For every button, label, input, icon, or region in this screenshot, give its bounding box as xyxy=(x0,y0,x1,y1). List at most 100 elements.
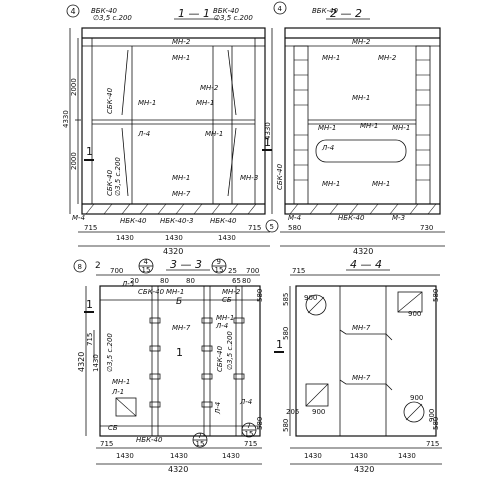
s22-mark-mn1-c: МН-1 xyxy=(318,124,336,132)
s33-mark-mn1-top: МН-1 xyxy=(166,288,184,296)
s11-mark-mn2-b: МН-2 xyxy=(200,84,219,92)
s44-opening-label-4: 900 xyxy=(410,394,423,402)
s44-title: 4 — 4 xyxy=(350,258,382,271)
s11-cut-label: 1 xyxy=(86,145,93,158)
s11-hatch-8 xyxy=(211,203,221,215)
s44-dim-left-580b: 580 xyxy=(282,419,290,432)
s33-conn-2 xyxy=(149,345,161,352)
s22-mark-mn1-g: МН-1 xyxy=(372,180,390,188)
s33-frame xyxy=(99,285,261,437)
s33-dim-top-65: 65 xyxy=(232,277,241,285)
s33-circle-e-sub: 15 xyxy=(245,430,254,438)
s33-cut-label-11: 1 xyxy=(86,298,93,311)
section-4-4: 4 — 4 715 580 МН-7 МН-7 900 900 900 900 … xyxy=(282,258,442,474)
s22-mark-mn1-a: МН-1 xyxy=(322,54,340,62)
s11-title: 1 — 1 xyxy=(178,7,210,20)
s11-mark-nbk-3: НБК-40 xyxy=(210,217,237,225)
s33-mark-mn1-side: МН-1 xyxy=(216,314,234,322)
s33-note-2: ∅3,5 с.200 xyxy=(106,333,114,372)
s44-frame xyxy=(295,285,437,437)
s44-dim-left-580a: 580 xyxy=(282,327,290,340)
s22-hatch-7 xyxy=(409,203,419,215)
s22-mark-mn1-b: МН-1 xyxy=(352,94,370,102)
s33-conn-8 xyxy=(201,401,213,408)
s33-dim-left-715: 715 xyxy=(86,333,94,346)
s33-dim-top-20: 20 xyxy=(130,277,139,285)
s22-mark-mn1-f: МН-1 xyxy=(322,180,340,188)
s33-mark-l4-b: Л-4 xyxy=(239,398,252,406)
s11-note-1: ∅3,5 с.200 xyxy=(93,14,132,22)
s11-mark-m4: М-4 xyxy=(72,214,85,222)
s44-opening-3 xyxy=(305,383,329,407)
s44-opening-label-3: 900 xyxy=(312,408,325,416)
s44-dim-left-205: 205 xyxy=(286,408,299,416)
s33-conn-7 xyxy=(201,373,213,380)
s11-mark-sbk-lower: СБК-40 xyxy=(106,169,114,196)
s44-opening-4 xyxy=(403,401,425,423)
s44-dim-left-585: 585 xyxy=(282,293,290,306)
s33-circle-d-num: 7 xyxy=(198,432,202,440)
s33-dim-1430-c: 1430 xyxy=(222,452,240,460)
s11-hatch-5 xyxy=(157,203,167,215)
s22-hatch-5 xyxy=(369,203,379,215)
s11-hatch-6 xyxy=(175,203,185,215)
s33-box xyxy=(115,397,137,417)
s33-mark-mn1-low: МН-1 xyxy=(112,378,130,386)
s33-mark-mn7: МН-7 xyxy=(172,324,191,332)
s33-conn-6 xyxy=(201,345,213,352)
s11-node-num: 5 xyxy=(270,223,274,231)
s11-mark-mn1-b: МН-1 xyxy=(138,99,156,107)
s11-footing xyxy=(81,203,266,215)
s33-circle-a-num: 8 xyxy=(78,263,82,271)
s11-dim-715-left: 715 xyxy=(84,224,97,232)
s44-opening-4-diag xyxy=(405,403,423,421)
s33-dim-1430-a: 1430 xyxy=(116,452,134,460)
s22-mark-nbk: НБК-40 xyxy=(338,214,365,222)
s11-hatch-2 xyxy=(103,203,113,215)
s22-mark-m3: М-3 xyxy=(392,214,405,222)
s33-conn-4 xyxy=(149,401,161,408)
s44-dim-1430-c: 1430 xyxy=(398,452,416,460)
s11-hatch-10 xyxy=(247,203,257,215)
s22-hatch-2 xyxy=(309,203,319,215)
s44-mark-mn7-b: МН-7 xyxy=(352,374,371,382)
s44-dim-total: 4320 xyxy=(354,465,374,474)
s11-mark-nbk-1: НБК-40 xyxy=(120,217,147,225)
s33-box-diag xyxy=(115,397,137,417)
s22-mark-l4: Л-4 xyxy=(321,144,334,152)
s11-mark-nbk-2: НБК-40-3 xyxy=(160,217,193,225)
s33-conn-3 xyxy=(149,373,161,380)
s33-mark-mn2: МН-2 xyxy=(222,288,241,296)
s33-circle-c-sub: 15 xyxy=(215,266,224,274)
s33-dim-left-1430: 1430 xyxy=(92,354,100,372)
s22-node-num: 4 xyxy=(278,5,283,13)
s44-opening-1 xyxy=(305,294,327,316)
s44-num-900: 900 xyxy=(428,409,436,422)
s11-note-2: ∅3,5 с.200 xyxy=(214,14,253,22)
s11-note-3: ∅3,5 с.200 xyxy=(114,157,122,196)
section-2-2: 2 — 2 xyxy=(262,1,445,256)
s11-mark-mn1-e: МН-1 xyxy=(172,174,190,182)
s11-dim-2000-lower: 2000 xyxy=(70,152,78,170)
s11-mark-vbk-left: ВБК-40 xyxy=(91,7,118,15)
s22-mark-sbk: СБК-40 xyxy=(276,163,284,190)
s33-mark-l1: Л-1 xyxy=(111,388,124,396)
s44-opening-1-diag xyxy=(307,296,325,314)
s11-mark-mn3: МН-3 xyxy=(240,174,258,182)
s33-mark-sbk: СБК-40 xyxy=(138,288,165,296)
s11-mark-mn1-c: МН-1 xyxy=(196,99,214,107)
s11-dim-1430-a: 1430 xyxy=(116,234,134,242)
s33-circle-d-sub: 15 xyxy=(196,440,205,448)
s33-cut-label-1b: 1 xyxy=(276,338,283,351)
s33-dim-top-700b: 700 xyxy=(246,267,259,275)
s33-circle-a xyxy=(73,259,87,273)
s11-dim-1430-b: 1430 xyxy=(165,234,183,242)
s11-mark-l4: Л-4 xyxy=(137,130,150,138)
s11-mark-mn1-d: МН-1 xyxy=(205,130,223,138)
s33-circle-e-num: 7 xyxy=(247,422,251,430)
s22-mark-vbk: ВБК-40 xyxy=(312,7,339,15)
s33-mark-l5: Л-5 xyxy=(121,280,135,288)
section-1-1: 1 — 1 ВБК-40 ∅3,5 с.200 xyxy=(62,7,279,256)
s11-node-circle xyxy=(265,219,279,233)
s44-opening-3-diag xyxy=(305,383,329,407)
